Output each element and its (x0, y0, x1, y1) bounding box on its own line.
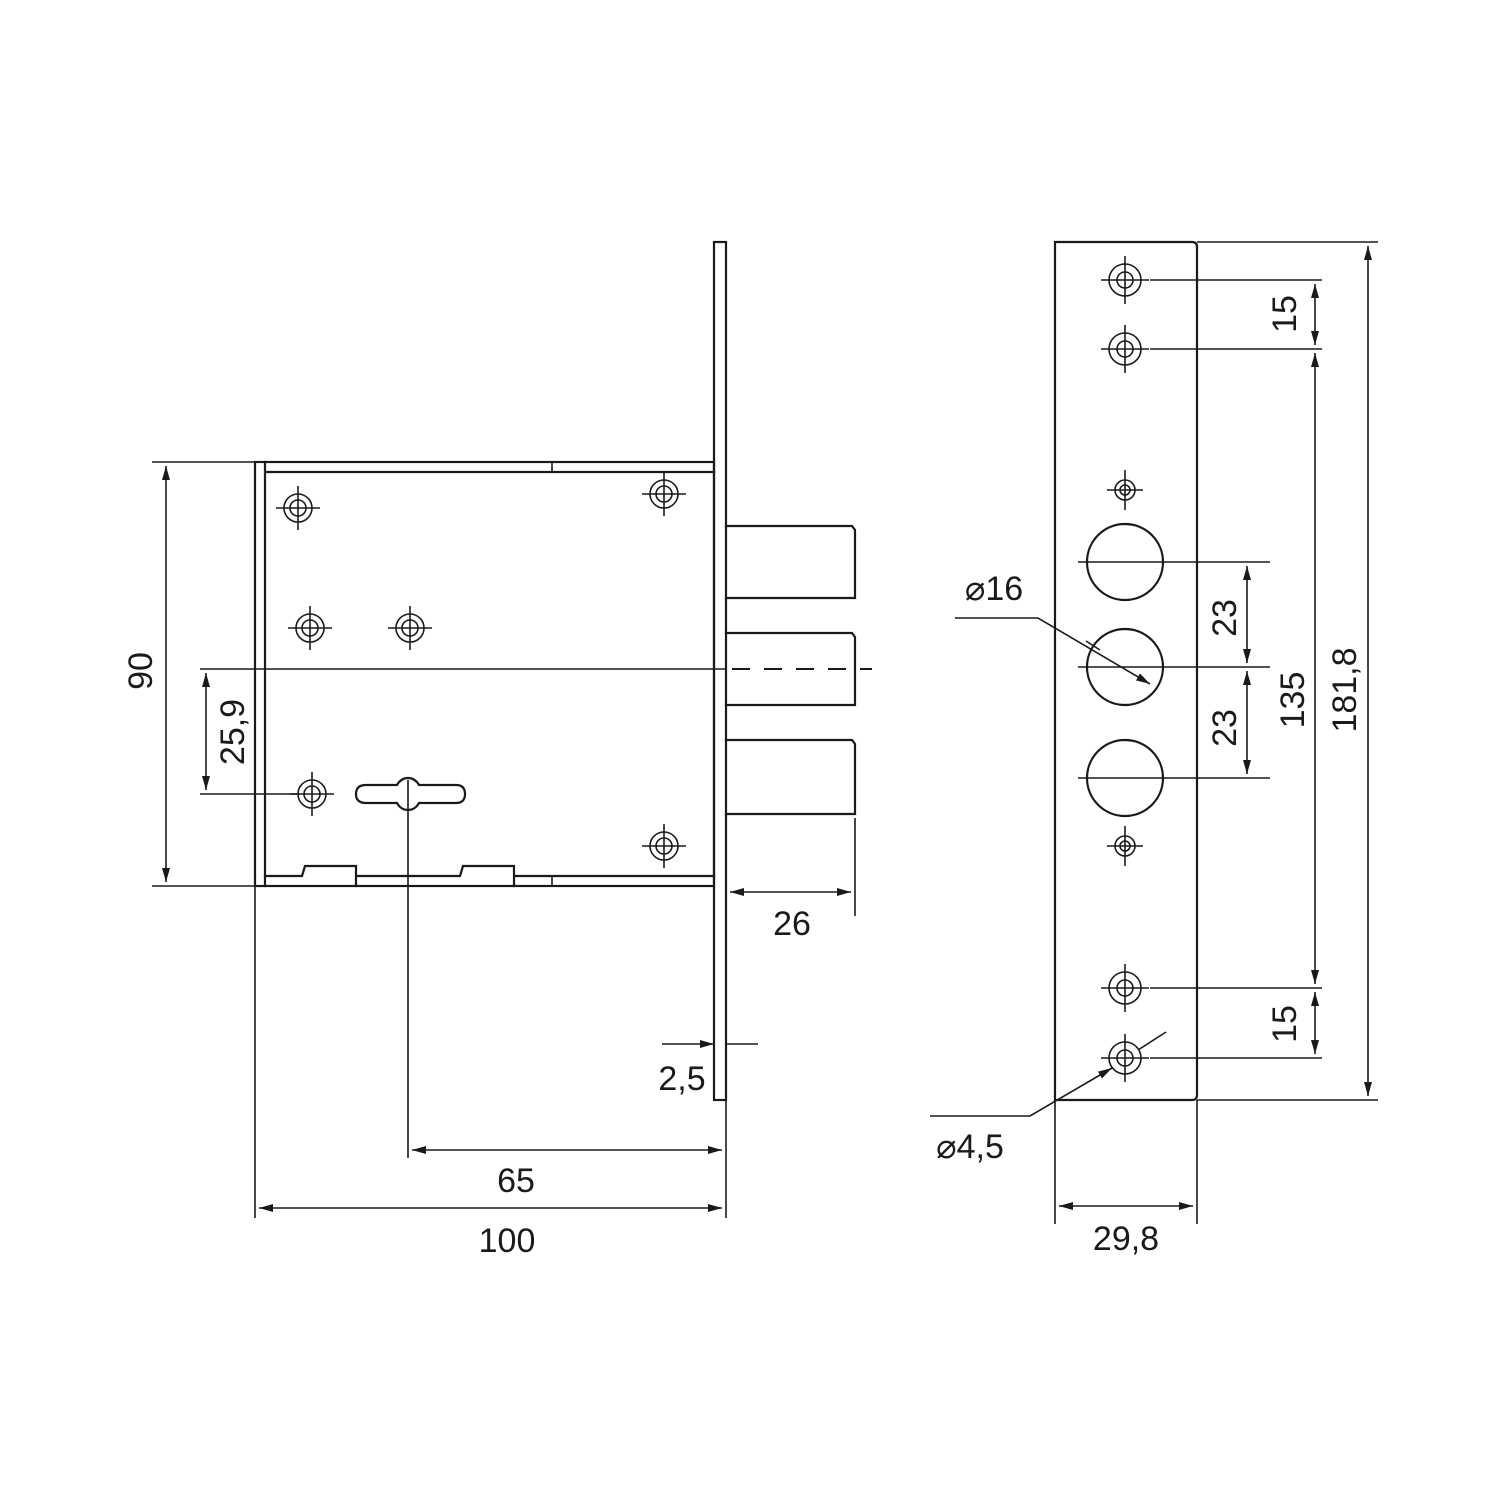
screw-hole-icon (388, 606, 432, 650)
dim-screw-diameter-label: ⌀4,5 (936, 1128, 1004, 1166)
bolt-top (724, 524, 857, 600)
bolt-bottom (724, 738, 857, 816)
dim-bolt-throw-label: 26 (773, 905, 811, 943)
faceplate-side (712, 240, 728, 1102)
dim-faceplate-width-label: 29,8 (1093, 1220, 1159, 1258)
screw-hole-icon (288, 606, 332, 650)
dim-bolt-pitch-upper-label: 23 (1206, 599, 1244, 637)
side-view: 90 25,9 26 2,5 65 100 (122, 240, 872, 1260)
dim-backset-label: 65 (497, 1162, 535, 1200)
screw-hole-icon (1101, 325, 1149, 373)
dim-center-span-label: 135 (1274, 672, 1312, 729)
screw-hole-icon (1101, 964, 1149, 1012)
bolt-middle (724, 631, 857, 707)
faceplate-front (1053, 240, 1199, 1102)
bolt-diameter-leader (955, 617, 1151, 685)
keyhole (354, 776, 467, 812)
screw-hole-icon (1101, 1034, 1149, 1082)
screw-hole-icon (642, 472, 686, 516)
dim-total-height-label: 181,8 (1326, 647, 1364, 732)
screw-hole-icon (1107, 470, 1143, 510)
dim-case-width-label: 100 (479, 1222, 536, 1260)
screw-hole-icon (1107, 826, 1143, 866)
dim-faceplate-thickness-label: 2,5 (658, 1060, 705, 1098)
case-bottom-flange (263, 864, 716, 888)
screw-diameter-leader (930, 1067, 1113, 1117)
dim-bolt-pitch-lower-label: 23 (1206, 709, 1244, 747)
dim-screw-spacing-top-label: 15 (1266, 295, 1304, 333)
screw-hole-icon (276, 486, 320, 530)
front-view: 15 23 23 135 181,8 15 ⌀16 ⌀4,5 29,8 (930, 240, 1378, 1258)
dim-bolt-diameter-label: ⌀16 (965, 570, 1023, 608)
dim-screw-spacing-bottom-label: 15 (1266, 1005, 1304, 1043)
dim-key-offset-label: 25,9 (214, 699, 252, 765)
screw-hole-icon (642, 824, 686, 868)
lock-case-outer (253, 460, 716, 888)
dim-height-label: 90 (122, 652, 160, 690)
screw-hole-icon (1101, 256, 1149, 304)
screw-hole-icon (290, 772, 334, 816)
